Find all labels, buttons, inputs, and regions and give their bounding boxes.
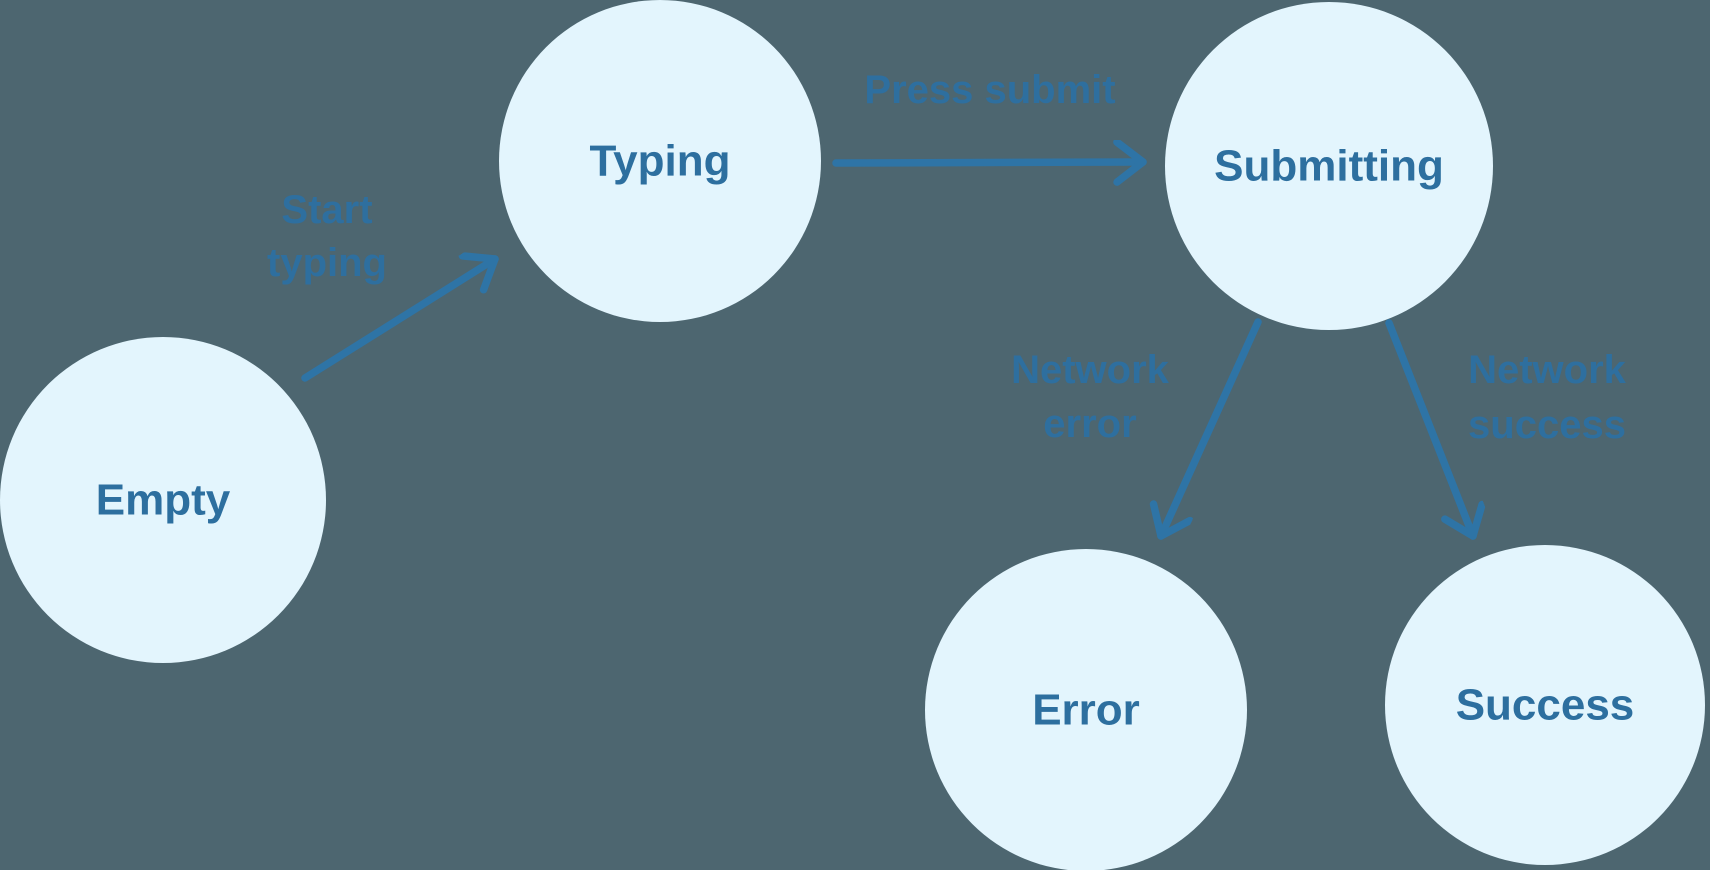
- transition-press-submit: Press submit: [832, 68, 1147, 163]
- state-label-typing: Typing: [590, 137, 731, 186]
- state-submitting: Submitting: [1165, 2, 1493, 330]
- state-circle-empty: [0, 337, 326, 663]
- transition-arrow-network-success: [1385, 319, 1473, 540]
- state-circle-success: [1385, 545, 1705, 865]
- state-success: Success: [1385, 545, 1705, 865]
- transition-label-network-success: Network: [1468, 348, 1627, 392]
- state-label-empty: Empty: [96, 476, 231, 525]
- state-typing: Typing: [499, 0, 821, 322]
- transition-label-start-typing: Start: [281, 188, 372, 232]
- transition-label-network-success: success: [1468, 403, 1626, 447]
- transition-arrow-start-typing: [301, 259, 499, 382]
- state-label-submitting: Submitting: [1214, 142, 1444, 191]
- state-empty: Empty: [0, 337, 326, 663]
- transition-label-network-error: error: [1043, 402, 1136, 446]
- transition-label-start-typing: typing: [267, 241, 387, 285]
- state-circle-error: [925, 549, 1247, 870]
- transition-network-success: Network success: [1385, 319, 1627, 540]
- transition-network-error: Network error: [1011, 318, 1262, 540]
- state-label-success: Success: [1456, 681, 1635, 730]
- transition-arrow-network-error: [1161, 318, 1262, 540]
- transition-label-network-error: Network: [1011, 348, 1170, 392]
- state-label-error: Error: [1032, 686, 1140, 735]
- state-circle-typing: [499, 0, 821, 322]
- state-error: Error: [925, 549, 1247, 870]
- transition-arrow-press-submit: [832, 162, 1147, 163]
- transition-label-press-submit: Press submit: [864, 68, 1115, 112]
- state-circle-submitting: [1165, 2, 1493, 330]
- transition-start-typing: Start typing: [267, 188, 499, 382]
